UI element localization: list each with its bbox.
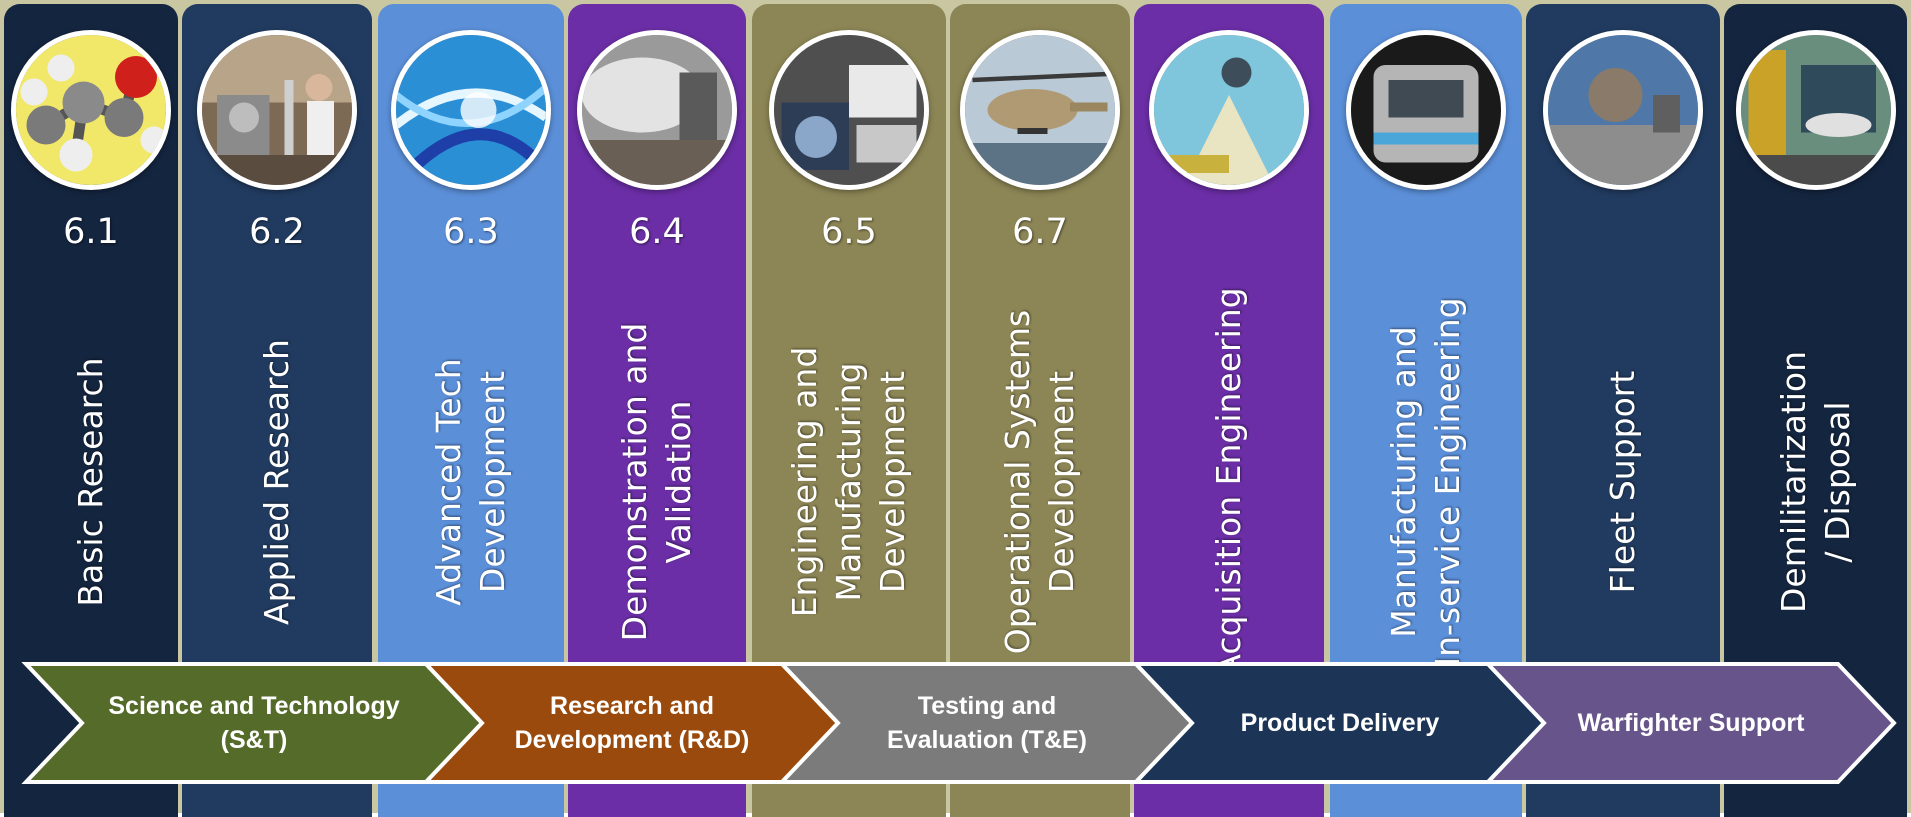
column-code: 6.5 xyxy=(821,212,877,252)
phase-label-testing-and-evaluation: Testing and Evaluation (T&E) xyxy=(886,692,1087,754)
molecule-model-photo xyxy=(11,30,171,190)
aircraft-ejection-photo xyxy=(1149,30,1309,190)
column-title: Engineering and Manufacturing Developmen… xyxy=(785,346,912,618)
column-code: 6.1 xyxy=(63,212,119,252)
column-title: Acquisition Engineering xyxy=(1209,287,1248,677)
column-title: Fleet Support xyxy=(1603,370,1642,594)
test-chamber-photo xyxy=(577,30,737,190)
abstract-technology-photo xyxy=(391,30,551,190)
column-title: Applied Research xyxy=(257,339,296,625)
phase-label-product-delivery: Product Delivery xyxy=(1240,709,1440,737)
column-title: Demonstration and Validation xyxy=(615,322,698,642)
column-title: Advanced Tech Development xyxy=(429,358,512,606)
column-title: Manufacturing and In-service Engineering xyxy=(1384,297,1467,667)
phase-label-research-and-development: Research and Development (R&D) xyxy=(514,692,750,754)
industrial-facility-photo xyxy=(1735,30,1896,190)
phase-label-science-and-technology: Science and Technology (S&T) xyxy=(108,692,400,754)
engineering-lab-photo xyxy=(769,30,929,190)
column-code: 6.7 xyxy=(1012,212,1068,252)
manufacturing-equipment-photo xyxy=(1346,30,1506,190)
column-code: 6.2 xyxy=(249,212,305,252)
helicopter-photo xyxy=(960,30,1120,190)
column-code: 6.3 xyxy=(443,212,499,252)
laboratory-photo xyxy=(197,30,357,190)
column-title: Demilitarization / Disposal xyxy=(1773,350,1857,614)
column-title: Operational Systems Development xyxy=(998,309,1081,655)
column-code: 6.4 xyxy=(629,212,685,252)
ship-deck-launch-photo xyxy=(1543,30,1703,190)
phase-label-warfighter-support: Warfighter Support xyxy=(1577,709,1805,737)
column-title: Basic Research xyxy=(71,357,110,607)
